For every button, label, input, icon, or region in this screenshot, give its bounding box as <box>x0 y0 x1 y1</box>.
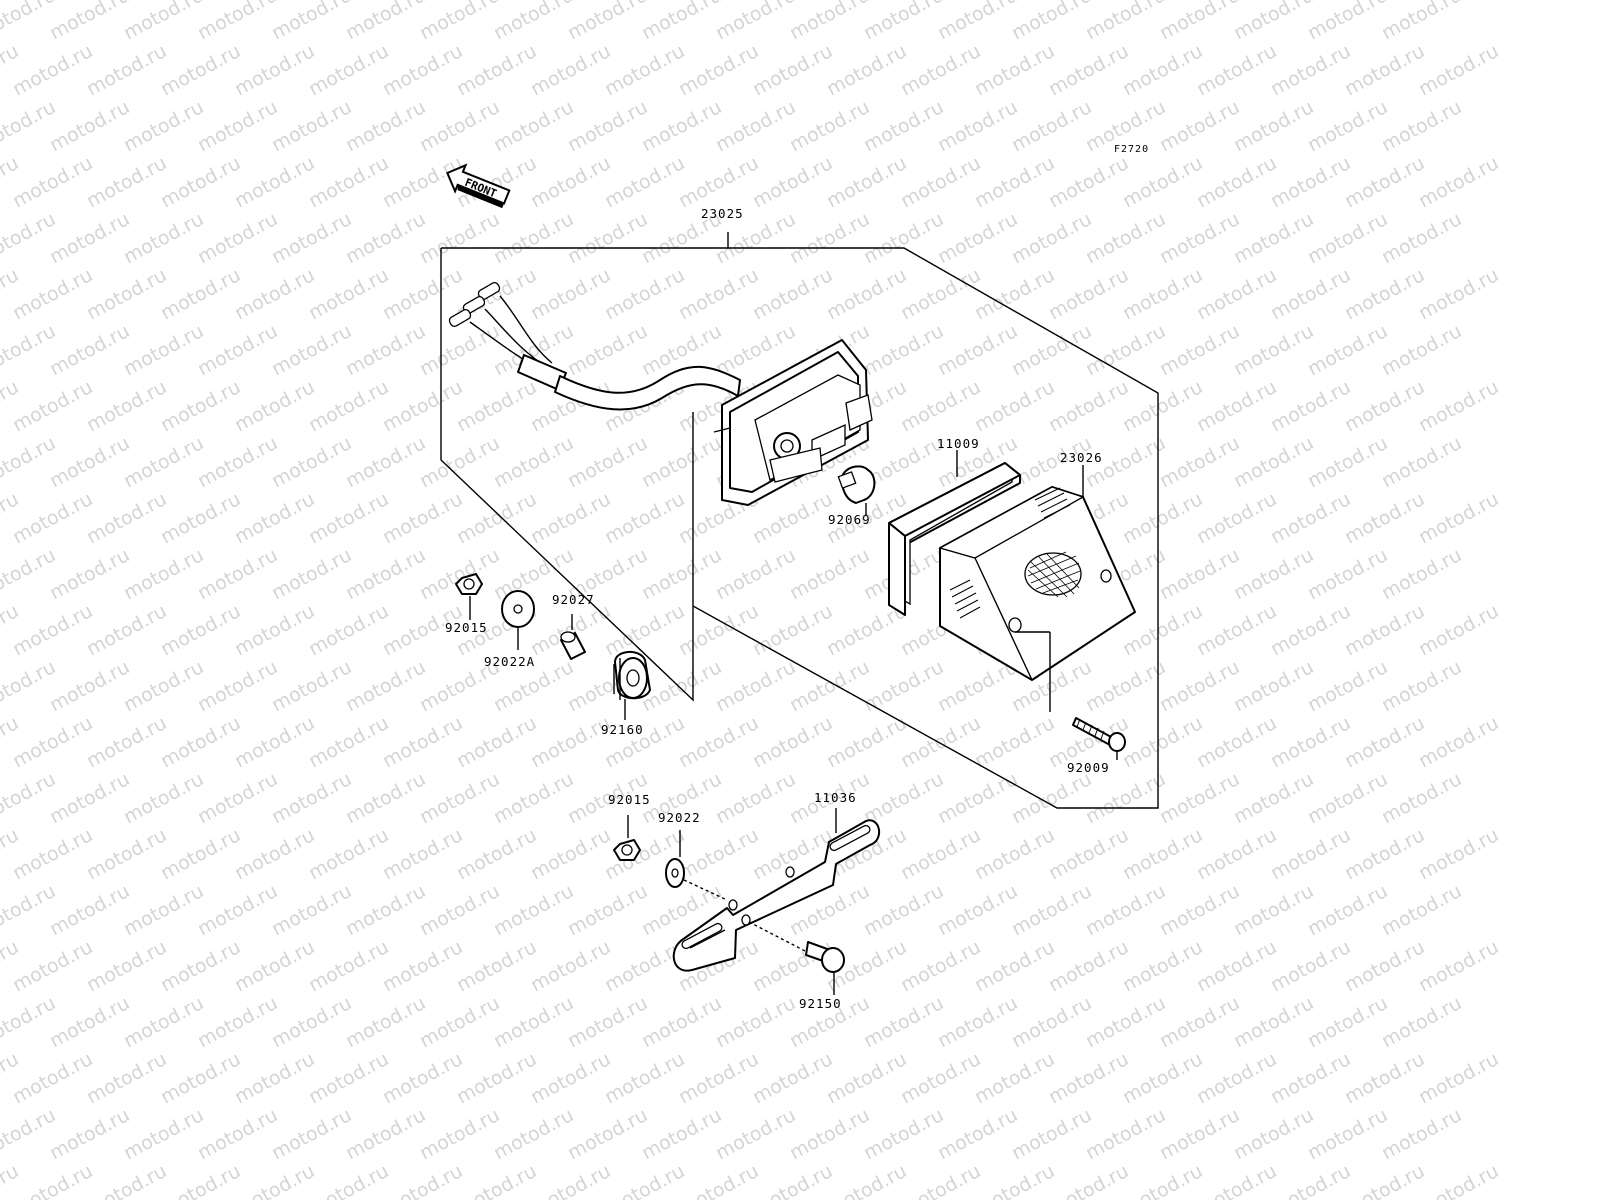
label-92009: 92009 <box>1067 760 1110 775</box>
front-arrow-icon: FRONT <box>446 163 511 209</box>
label-92015-lower: 92015 <box>608 792 651 807</box>
label-92069: 92069 <box>828 512 871 527</box>
label-23026: 23026 <box>1060 450 1103 465</box>
grommet-92160 <box>613 651 651 720</box>
bolt-92150 <box>748 921 845 995</box>
label-92022: 92022 <box>658 810 701 825</box>
wire-harness <box>448 281 741 411</box>
bulb <box>837 465 876 515</box>
screw-92009 <box>1015 631 1126 760</box>
diagram-id: F2720 <box>1114 144 1149 155</box>
label-11036: 11036 <box>814 790 857 805</box>
washer-92022 <box>665 830 728 901</box>
label-23025: 23025 <box>701 206 744 221</box>
label-92022A: 92022A <box>484 654 535 669</box>
label-92160: 92160 <box>601 722 644 737</box>
nut-92015-upper <box>455 573 483 620</box>
assembly-outline <box>440 247 1159 809</box>
tail-light-lens <box>938 465 1136 681</box>
label-92027: 92027 <box>552 592 595 607</box>
label-92150: 92150 <box>799 996 842 1011</box>
collar-92027 <box>560 614 586 660</box>
bracket-11036 <box>672 808 881 972</box>
label-92015-upper: 92015 <box>445 620 488 635</box>
washer-92022A <box>501 590 535 650</box>
tail-light-base <box>713 339 873 506</box>
nut-92015-lower <box>613 815 641 861</box>
gasket <box>888 450 1021 616</box>
label-11009: 11009 <box>937 436 980 451</box>
